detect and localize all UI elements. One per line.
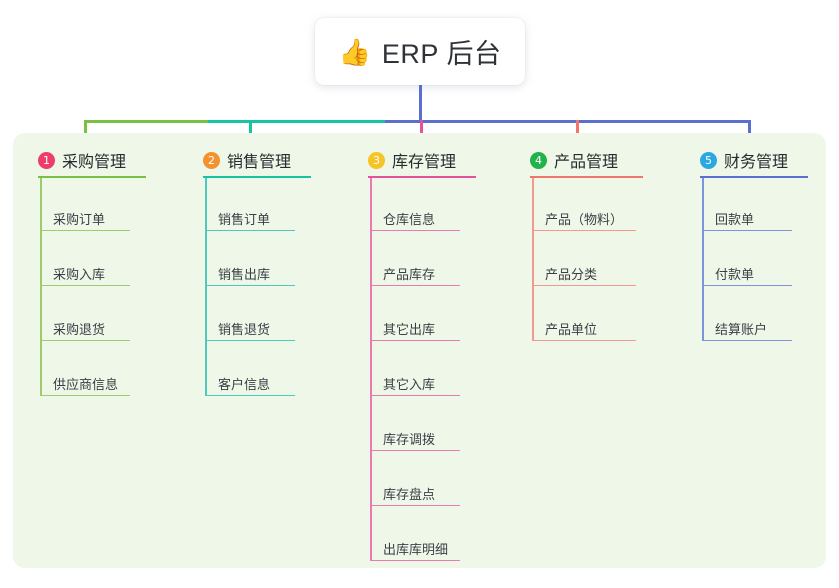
leaf-node-rule — [205, 285, 295, 286]
leaf-node-rule — [702, 230, 792, 231]
leaf-node[interactable]: 付款单 — [715, 267, 755, 282]
bar-segment-green — [84, 120, 208, 123]
leaf-node[interactable]: 采购入库 — [53, 267, 106, 282]
leaf-node-rule — [205, 395, 295, 396]
leaf-node[interactable]: 仓库信息 — [383, 212, 436, 227]
leaf-node[interactable]: 销售退货 — [218, 322, 271, 337]
leaf-node-rule — [532, 230, 636, 231]
branch-title: 采购管理 — [62, 154, 127, 171]
branch-title: 库存管理 — [392, 154, 457, 171]
branch-header-2[interactable]: 2 销售管理 — [203, 148, 291, 172]
branch-number-badge: 4 — [530, 151, 547, 169]
leaf-node[interactable]: 产品库存 — [383, 267, 436, 282]
root-node-label: ERP 后台 — [381, 39, 502, 69]
branch-header-rule — [203, 176, 311, 178]
leaf-node-rule — [370, 505, 460, 506]
root-node-card[interactable]: 👍 ERP 后台 — [315, 18, 525, 85]
leaf-node[interactable]: 其它入库 — [383, 377, 436, 392]
leaf-node[interactable]: 回款单 — [715, 212, 755, 227]
branch-title: 产品管理 — [554, 154, 619, 171]
branch-number-badge: 5 — [700, 151, 717, 169]
branch-header-rule — [530, 176, 643, 178]
branch-header-rule — [700, 176, 808, 178]
branch-title: 财务管理 — [724, 154, 789, 171]
connector-trunk — [419, 85, 422, 123]
branch-spine — [40, 178, 42, 396]
leaf-node-rule — [370, 340, 460, 341]
leaf-node-rule — [40, 230, 130, 231]
leaf-node-rule — [532, 340, 636, 341]
leaf-node-rule — [370, 560, 460, 561]
branch-spine — [205, 178, 207, 396]
branch-number-badge: 2 — [203, 151, 220, 169]
leaf-node[interactable]: 产品（物料） — [545, 212, 624, 227]
branch-spine — [370, 178, 372, 561]
leaf-node-rule — [370, 230, 460, 231]
leaf-node[interactable]: 库存调拨 — [383, 432, 436, 447]
branch-header-5[interactable]: 5 财务管理 — [700, 148, 788, 172]
branch-header-4[interactable]: 4 产品管理 — [530, 148, 618, 172]
leaf-node-rule — [702, 340, 792, 341]
branch-header-rule — [368, 176, 476, 178]
root-node-content: 👍 ERP 后台 — [339, 32, 502, 71]
leaf-node-rule — [40, 395, 130, 396]
leaf-node-rule — [370, 450, 460, 451]
branches-panel — [13, 133, 826, 568]
leaf-node-rule — [532, 285, 636, 286]
leaf-node[interactable]: 客户信息 — [218, 377, 271, 392]
leaf-node[interactable]: 采购退货 — [53, 322, 106, 337]
bar-segment-blue — [385, 120, 750, 123]
branch-header-rule — [38, 176, 146, 178]
bar-segment-teal — [208, 120, 385, 123]
leaf-node[interactable]: 结算账户 — [715, 322, 768, 337]
branch-title: 销售管理 — [227, 154, 292, 171]
branch-number-badge: 1 — [38, 151, 55, 169]
leaf-node[interactable]: 供应商信息 — [53, 377, 119, 392]
leaf-node[interactable]: 产品分类 — [545, 267, 598, 282]
leaf-node-rule — [40, 340, 130, 341]
leaf-node[interactable]: 采购订单 — [53, 212, 106, 227]
leaf-node-rule — [40, 285, 130, 286]
leaf-node[interactable]: 销售出库 — [218, 267, 271, 282]
leaf-node-rule — [205, 340, 295, 341]
branch-header-1[interactable]: 1 采购管理 — [38, 148, 126, 172]
leaf-node[interactable]: 其它出库 — [383, 322, 436, 337]
thumbs-up-icon: 👍 — [338, 36, 371, 67]
branch-spine — [702, 178, 704, 341]
leaf-node[interactable]: 销售订单 — [218, 212, 271, 227]
leaf-node-rule — [370, 395, 460, 396]
leaf-node[interactable]: 出库库明细 — [383, 542, 449, 557]
branch-number-badge: 3 — [368, 151, 385, 169]
leaf-node-rule — [205, 230, 295, 231]
branch-header-3[interactable]: 3 库存管理 — [368, 148, 456, 172]
leaf-node[interactable]: 库存盘点 — [383, 487, 436, 502]
leaf-node[interactable]: 产品单位 — [545, 322, 598, 337]
leaf-node-rule — [370, 285, 460, 286]
branch-spine — [532, 178, 534, 341]
leaf-node-rule — [702, 285, 792, 286]
